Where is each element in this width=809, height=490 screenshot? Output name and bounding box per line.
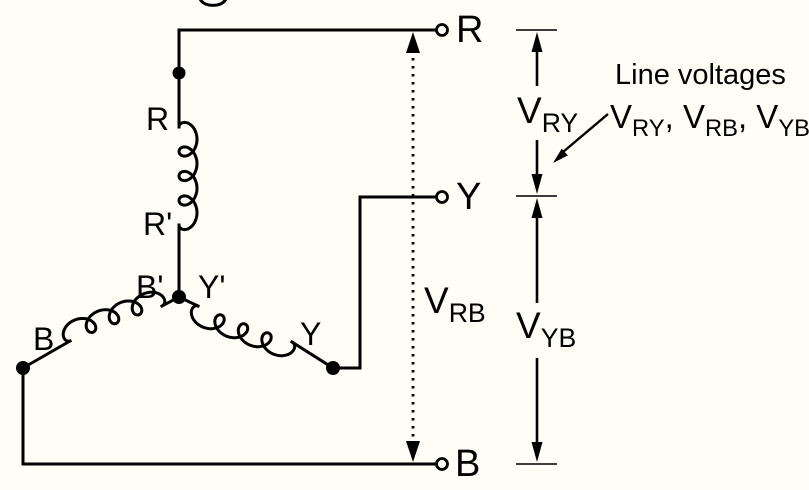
ann-v3-sub: YB xyxy=(778,114,809,142)
coil-y-winding xyxy=(189,304,297,358)
vrb-subscript: RB xyxy=(448,297,486,328)
wire-b-line xyxy=(21,366,438,466)
junction-dot-y xyxy=(326,361,340,375)
junction-dot-b xyxy=(16,361,30,375)
ann-v3-base: V xyxy=(756,98,779,135)
vyb-base: V xyxy=(516,305,541,346)
terminal-label-r: R xyxy=(456,9,484,51)
voltage-label-vry: VRY xyxy=(517,92,578,136)
star-point-dot xyxy=(172,290,186,304)
vry-base: V xyxy=(517,90,542,131)
winding-label-b-end: B' xyxy=(136,269,164,305)
cropped-text-glyph xyxy=(198,0,228,7)
winding-label-b-start: B xyxy=(33,321,55,357)
coil-b-winding xyxy=(61,290,167,343)
winding-label-y-end: Y' xyxy=(198,269,226,305)
vyb-arrowhead-up xyxy=(531,198,543,218)
terminal-circle-y xyxy=(435,190,449,204)
ann-v1-base: V xyxy=(610,98,633,135)
vry-subscript: RY xyxy=(541,107,579,138)
ann-v2-base: V xyxy=(682,98,705,135)
vry-arrowhead-up xyxy=(531,32,543,52)
voltage-label-vyb: VYB xyxy=(516,307,576,351)
ann-comma1: , xyxy=(664,98,683,135)
annotation-arrow-line xyxy=(562,113,609,153)
voltage-label-vrb: VRB xyxy=(424,282,486,326)
winding-label-r-end: R' xyxy=(143,206,173,242)
vrb-arrowhead-up xyxy=(406,32,420,53)
vrb-arrowhead-down xyxy=(406,441,420,462)
annotation-title: Line voltages xyxy=(615,59,786,91)
vrb-base: V xyxy=(424,280,449,321)
terminal-label-y: Y xyxy=(456,176,482,218)
terminal-label-b: B xyxy=(455,443,481,485)
wire-r-line xyxy=(177,28,438,129)
ann-v2-sub: RB xyxy=(704,114,738,142)
terminal-circle-r xyxy=(435,23,449,37)
annotation-arrowhead xyxy=(553,148,568,163)
winding-label-y-start: Y xyxy=(300,316,322,352)
annotation-voltage-list: VRY, VRB, VYB xyxy=(610,100,809,141)
coil-r-winding xyxy=(177,120,199,232)
junction-dot-r xyxy=(172,66,186,80)
winding-label-r-start: R xyxy=(146,101,170,137)
wire-y-coil-tail xyxy=(289,339,336,371)
ann-v1-sub: RY xyxy=(632,114,665,142)
wire-b-coil-tail xyxy=(20,338,73,371)
ann-comma2: , xyxy=(737,98,757,135)
vyb-subscript: YB xyxy=(540,322,577,353)
vry-arrowhead-down xyxy=(531,174,543,194)
vyb-arrowhead-down xyxy=(531,442,543,462)
wire-y-line xyxy=(331,195,438,370)
terminal-circle-b xyxy=(435,457,449,471)
